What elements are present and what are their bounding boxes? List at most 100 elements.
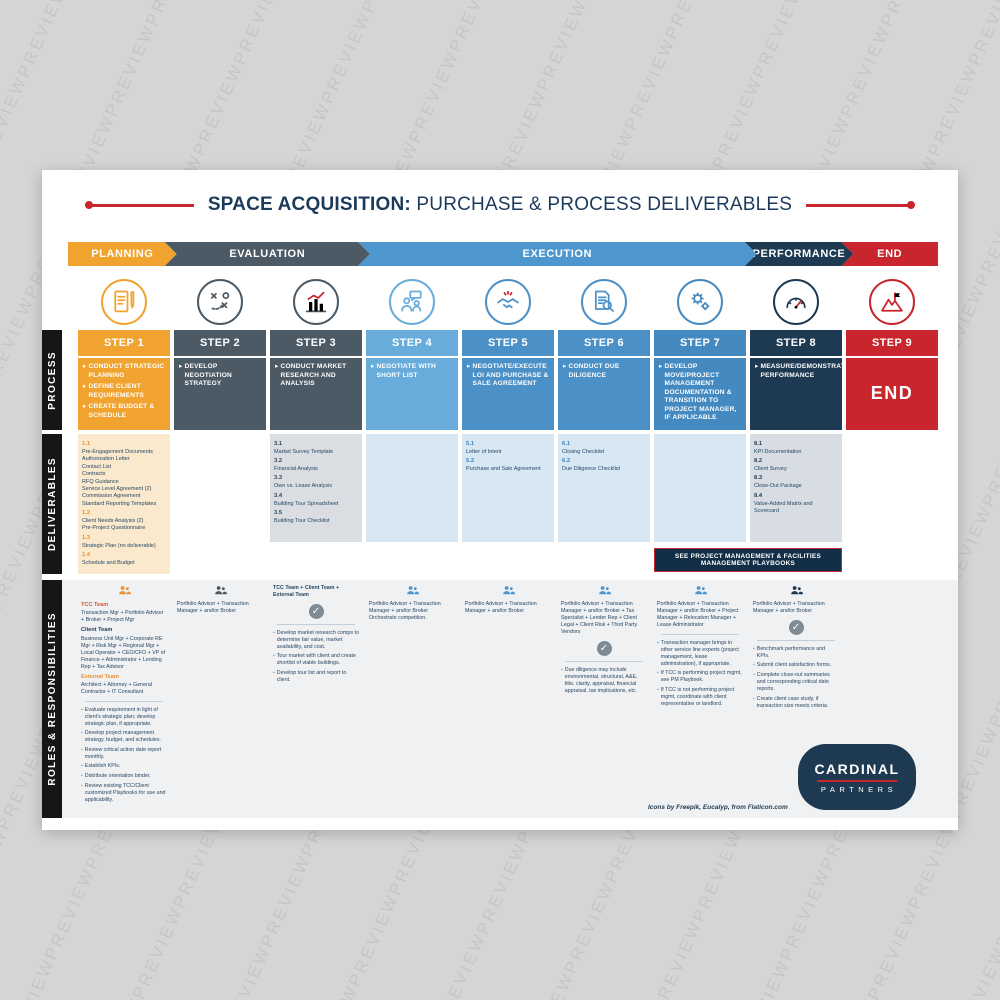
process-text: CONDUCT MARKET RESEARCH AND ANALYSIS (280, 363, 347, 388)
playbooks-note: SEE PROJECT MANAGEMENT & FACILITIES MANA… (654, 548, 842, 572)
people-icon (561, 583, 647, 599)
bullet-text: Transaction manager brings in other serv… (660, 639, 739, 667)
role-bullet: ▪If TCC is performing project mgmt, see … (657, 670, 743, 684)
section-label-process: PROCESS (42, 330, 62, 430)
section-label-deliverables: DELIVERABLES (42, 434, 62, 574)
deliverable-item: Letter of Intent (466, 448, 502, 455)
deliverable-item: Client Needs Analysis (2) (82, 518, 144, 524)
deliverable-item: Value-Added Matrix and Scorecard (754, 500, 813, 514)
process-item: ▸DEVELOP NEGOTIATION STRATEGY (179, 363, 261, 389)
step-icon-cell (366, 274, 458, 330)
deliverable-number: 3.4 (274, 492, 283, 499)
bullet-marker: ▪ (657, 686, 659, 693)
step-header: STEP 4 (366, 330, 458, 356)
divider (277, 623, 355, 625)
process-text: DEFINE CLIENT REQUIREMENTS (88, 383, 145, 399)
arrow-marker: ▸ (83, 363, 87, 370)
phase-end: END (841, 242, 938, 266)
arrow-marker: ▸ (467, 363, 471, 370)
step-header: STEP 3 (270, 330, 362, 356)
people-icon (657, 583, 743, 599)
bullet-marker: ▪ (657, 639, 659, 646)
deliverable-number: 3.2 (274, 458, 283, 465)
process-text: MEASURE/DEMONSTRATE PERFORMANCE (760, 363, 850, 379)
bullet-marker: ▪ (81, 746, 83, 753)
team-members: Transaction Mgr + Portfolio Advisor + Br… (81, 610, 164, 624)
role-bullet: ▪If TCC is not performing project mgmt, … (657, 687, 743, 708)
title-rule-right (806, 201, 916, 209)
bullet-text: If TCC is performing project mgmt, see P… (660, 670, 742, 684)
role-bullet: ▪Benchmark performance and KPIs. (753, 646, 839, 660)
deliverable-number: 1.1 (82, 441, 91, 447)
deliverable-item: Contracts (82, 471, 106, 478)
arrow-marker: ▸ (563, 363, 567, 370)
team-name: External Team (81, 673, 119, 680)
mountain-flag-icon (869, 279, 915, 325)
deliverable-item: Schedule and Budget (82, 559, 135, 566)
deliverable-item: Building Tour Checklist (274, 517, 330, 524)
deliverable-item: RFQ Guidance (82, 478, 119, 485)
logo-divider (817, 779, 897, 782)
step-icon-cell (654, 274, 746, 330)
section-label-text: ROLES & RESPONSIBILITIES (46, 612, 58, 786)
roles-cell: Portfolio Advisor + Transaction Manager … (654, 580, 746, 818)
speedometer-icon (773, 279, 819, 325)
process-item: ▸NEGOTIATE WITH SHORT LIST (371, 363, 453, 380)
roles-cell: Portfolio Advisor + Transaction Manager … (558, 580, 650, 818)
arrow-marker: ▸ (179, 363, 183, 370)
deliverable-number: 3.1 (274, 441, 283, 447)
check-icon: ✓ (308, 603, 324, 619)
roles-names: TCC Team + Client Team + External Team (273, 585, 340, 598)
phase-evaluation: EVALUATION (165, 242, 370, 266)
process-box: ▸CONDUCT DUE DILIGENCE (558, 358, 650, 430)
process-box: END (846, 358, 938, 430)
divider (85, 700, 163, 702)
deliverables-cell (654, 434, 746, 574)
role-bullet: ▪Complete close-out summaries and corres… (753, 672, 839, 693)
deliverable-item: Close-Out Package (754, 483, 802, 490)
roles-names: Portfolio Advisor + Transaction Manager … (369, 601, 441, 621)
divider (565, 660, 643, 662)
bullet-text: Complete close-out summaries and corresp… (756, 672, 830, 693)
role-bullet: ▪Submit client satisfaction forms. (753, 662, 839, 670)
deliverable-item: Pre-Project Questionnaire (82, 525, 146, 532)
bullet-text: Benchmark performance and KPIs. (756, 645, 826, 659)
step-column-4: STEP 4 ▸NEGOTIATE WITH SHORT LIST Portfoli… (366, 274, 458, 818)
process-box: ▸NEGOTIATE WITH SHORT LIST (366, 358, 458, 430)
process-item: ▸CONDUCT STRATEGIC PLANNING (83, 363, 165, 380)
roles-names: Portfolio Advisor + Transaction Manager … (561, 601, 638, 635)
role-bullet: ▪Due diligence may include environmental… (561, 667, 647, 695)
bullet-marker: ▪ (273, 669, 275, 676)
role-bullet: ▪Distribute orientation binder. (81, 773, 167, 781)
roles-cell: Portfolio Advisor + Transaction Manager … (174, 580, 266, 818)
step-header: STEP 1 (78, 330, 170, 356)
process-text: CONDUCT DUE DILIGENCE (568, 363, 620, 379)
logo-line2: PARTNERS (820, 784, 898, 794)
bullet-marker: ▪ (81, 773, 83, 780)
bullet-text: Distribute orientation binder. (84, 773, 151, 780)
step-header: STEP 8 (750, 330, 842, 356)
bullet-text: Create client case study, if transaction… (756, 695, 829, 709)
role-bullet: ▪Develop tour list and report to client. (273, 670, 359, 684)
step-header: STEP 5 (462, 330, 554, 356)
step-icon-cell (174, 274, 266, 330)
process-text: NEGOTIATE/EXECUTE LOI AND PURCHASE & SAL… (472, 363, 549, 388)
step-icon-cell (846, 274, 938, 330)
deliverable-item: Contact List (82, 463, 112, 470)
deliverable-item: Closing Checklist (562, 448, 605, 455)
bullet-text: Develop project management strategy, bud… (84, 730, 161, 744)
title-bold: SPACE ACQUISITION: (207, 194, 411, 215)
deliverable-number: 8.2 (754, 458, 763, 465)
cardinal-partners-logo: CARDINAL PARTNERS (798, 744, 916, 810)
bullet-marker: ▪ (753, 662, 755, 669)
